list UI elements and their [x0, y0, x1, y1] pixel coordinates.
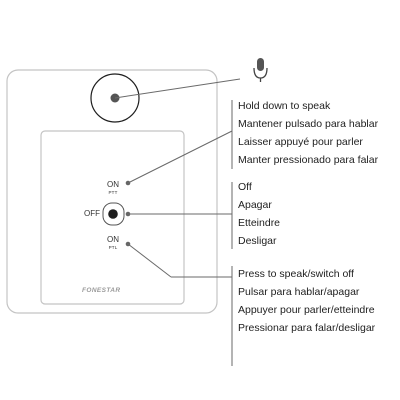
switch-on-ptl-label: ON: [107, 235, 119, 244]
microphone-leader-line: [114, 78, 241, 99]
off-callout-fr: Etteindre: [238, 217, 281, 229]
microphone-icon: [253, 58, 268, 82]
switch-knob: [108, 209, 118, 219]
mic-callout-fr: Laisser appuyé pour parler: [238, 136, 363, 148]
mic-callout-en: Hold down to speak: [238, 100, 331, 112]
control-panel: [40, 130, 185, 305]
microphone-button: [90, 73, 140, 123]
device-body: [6, 69, 218, 314]
ptl-leader-line: [127, 243, 172, 278]
ptl-callout-es: Pulsar para hablar/apagar: [238, 286, 360, 298]
off-callout-en: Off: [238, 181, 252, 193]
ptt-leader-line: [127, 130, 233, 184]
switch-on-ptt-label: ON: [107, 180, 119, 189]
mic-callout-pt: Manter pressionado para falar: [238, 154, 379, 166]
switch-off-label: OFF: [84, 209, 100, 218]
switch-ptt-sublabel: PTT: [108, 190, 118, 195]
mic-callout-es: Mantener pulsado para hablar: [238, 118, 379, 130]
ptl-callout-fr: Appuyer pour parler/etteindre: [238, 304, 375, 316]
ptl-callout-pt: Pressionar para falar/desligar: [238, 322, 376, 334]
off-callout-pt: Desligar: [238, 235, 277, 247]
switch-ptl-sublabel: PTL: [108, 245, 118, 250]
off-callout-es: Apagar: [238, 199, 272, 211]
brand-logo: FONESTAR: [82, 287, 121, 294]
ptl-callout-en: Press to speak/switch off: [238, 268, 354, 280]
